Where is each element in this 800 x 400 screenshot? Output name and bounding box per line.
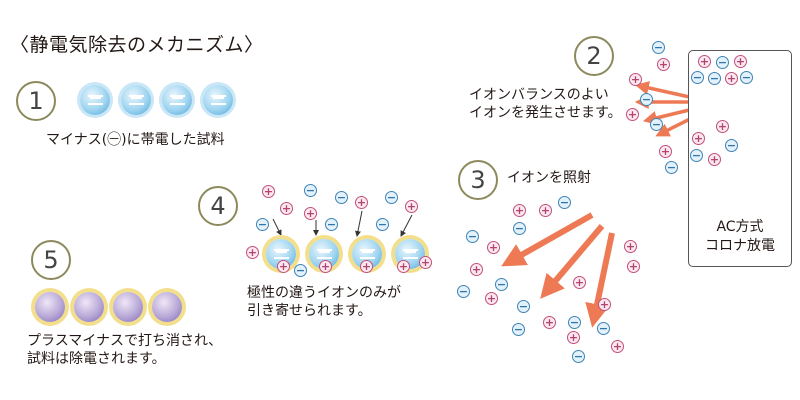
page-title: 〈静電気除去のメカニズム〉 (10, 34, 264, 56)
minus-ion: − (597, 322, 610, 335)
minus-ion: − (517, 300, 530, 313)
plus-ion: + (698, 55, 711, 68)
minus-ion: − (716, 56, 729, 69)
plus-ion: + (629, 73, 642, 86)
plus-ion: + (419, 256, 432, 269)
negative-sample (80, 85, 110, 115)
plus-ion: + (487, 241, 500, 254)
panel-label: AC方式 コロナ放電 (690, 218, 790, 256)
neutral-sample (74, 292, 104, 322)
plus-ion: + (657, 58, 670, 71)
plus-ion: + (360, 260, 373, 273)
step-5-number: 5 (31, 240, 71, 280)
panel-label-line2: コロナ放電 (705, 238, 775, 254)
neutral-sample (152, 292, 182, 322)
step-3-caption: イオンを照射 (507, 170, 591, 186)
step-2-caption-line1: イオンバランスのよい (469, 87, 609, 103)
plus-ion: + (397, 260, 410, 273)
minus-ion: − (558, 196, 571, 209)
step-4-caption: 極性の違うイオンのみが 引き寄せられます。 (247, 284, 401, 320)
minus-ion: − (466, 230, 479, 243)
plus-ion: + (319, 260, 332, 273)
irradiation-arrow (501, 212, 594, 267)
plus-ion: + (543, 316, 556, 329)
step-5-caption-line2: 試料は除電されます。 (27, 351, 166, 367)
negative-sample (203, 85, 233, 115)
step-4-caption-line2: 引き寄せられます。 (247, 303, 372, 319)
plus-ion: + (280, 202, 293, 215)
negative-samples-group (80, 85, 233, 115)
plus-ion: + (470, 263, 483, 276)
step-2-caption: イオンバランスのよい イオンを発生させます。 (469, 86, 622, 122)
minus-ion: − (665, 161, 678, 174)
plus-ion: + (624, 240, 637, 253)
minus-ion: − (690, 149, 703, 162)
minus-ion: − (513, 222, 526, 235)
step-2-caption-line2: イオンを発生させます。 (469, 105, 622, 121)
plus-ion: + (539, 204, 552, 217)
plus-ion: + (513, 204, 526, 217)
step-1-number: 1 (16, 81, 56, 121)
minus-ion: − (568, 316, 581, 329)
plus-ion: + (598, 298, 611, 311)
neutral-sample (113, 292, 143, 322)
irradiation-arrow (540, 224, 605, 299)
minus-ion: − (304, 184, 317, 197)
plus-ion: + (262, 185, 275, 198)
step-4-number: 4 (198, 186, 238, 226)
neutral-sample (35, 292, 65, 322)
minus-ion: − (376, 218, 389, 231)
minus-ion: − (256, 218, 269, 231)
negative-sample (162, 85, 192, 115)
step-5-caption: プラスマイナスで打ち消され、 試料は除電されます。 (27, 332, 222, 368)
minus-ion: − (708, 72, 721, 85)
plus-ion: + (659, 145, 672, 158)
plus-ion: + (725, 72, 738, 85)
step-2-number: 2 (574, 36, 614, 76)
plus-ion: + (277, 260, 290, 273)
minus-ion: − (512, 323, 525, 336)
minus-ion: − (335, 191, 348, 204)
plus-ion: + (716, 120, 729, 133)
panel-label-line1: AC方式 (716, 219, 764, 235)
plus-ion: + (734, 55, 747, 68)
irradiation-arrow (585, 232, 615, 328)
minus-ion: − (640, 93, 653, 106)
minus-ion: − (495, 278, 508, 291)
minus-ion: − (740, 71, 753, 84)
minus-ion: − (691, 71, 704, 84)
step-4-caption-line1: 極性の違うイオンのみが (247, 285, 401, 301)
step-5-caption-line1: プラスマイナスで打ち消され、 (27, 333, 223, 349)
corona-discharge-panel (688, 50, 792, 267)
plus-ion: + (405, 200, 418, 213)
minus-ion: − (725, 139, 738, 152)
neutral-samples-group (35, 292, 182, 322)
step-3-number: 3 (458, 160, 498, 200)
plus-ion: + (573, 276, 586, 289)
plus-ion: + (627, 260, 640, 273)
plus-ion: + (567, 331, 580, 344)
plus-ion: + (485, 292, 498, 305)
minus-ion: − (572, 350, 585, 363)
plus-ion: + (692, 132, 705, 145)
step-1-caption: マイナス(㊀)に帯電した試料 (46, 132, 225, 148)
plus-ion: + (611, 340, 624, 353)
minus-ion: − (385, 191, 398, 204)
plus-ion: + (246, 246, 259, 259)
negative-sample (121, 85, 151, 115)
minus-ion: − (294, 264, 307, 277)
minus-ion: − (650, 118, 663, 131)
plus-ion: + (355, 196, 368, 209)
minus-ion: − (325, 218, 338, 231)
plus-ion: + (304, 207, 317, 220)
plus-ion: + (708, 153, 721, 166)
irradiation-arrows (501, 212, 615, 328)
minus-ion: − (652, 41, 665, 54)
minus-ion: − (457, 285, 470, 298)
plus-ion: + (626, 108, 639, 121)
attraction-arrows (272, 210, 413, 237)
